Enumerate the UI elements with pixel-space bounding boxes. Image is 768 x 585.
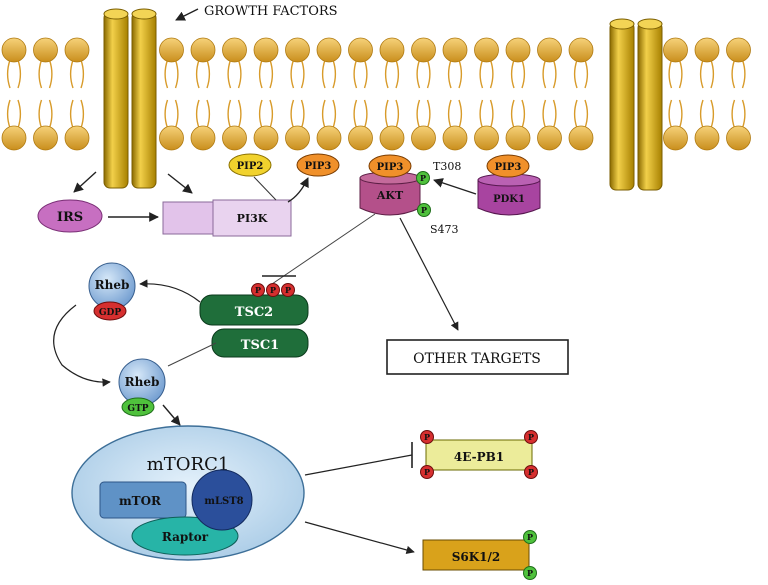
tsc2-phospho-2: P bbox=[266, 283, 280, 297]
pi3k-label: PI3K bbox=[237, 212, 268, 225]
akt-phospho-s473: P bbox=[417, 203, 431, 217]
growth-factors-label: GROWTH FACTORS bbox=[204, 4, 338, 19]
svg-text:P: P bbox=[285, 285, 291, 295]
rheb-label-bottom: Rheb bbox=[125, 375, 160, 389]
t308-label: T308 bbox=[433, 160, 461, 173]
mlst8-label: mLST8 bbox=[204, 496, 243, 507]
pi3k-node: PI3K bbox=[162, 199, 292, 237]
rheb-gtp-node: Rheb GTP bbox=[118, 358, 166, 417]
s6k-node: S6K1/2 P P bbox=[422, 530, 537, 580]
svg-text:P: P bbox=[527, 568, 533, 578]
svg-text:P: P bbox=[528, 467, 534, 477]
svg-text:P: P bbox=[270, 285, 276, 295]
pdk1-label: PDK1 bbox=[493, 194, 525, 205]
pip2-label: PIP2 bbox=[237, 161, 264, 172]
pdk1-node: PDK1 bbox=[477, 173, 541, 216]
receptor-right bbox=[609, 18, 663, 191]
pip3-akt-label: PIP3 bbox=[377, 162, 404, 173]
svg-text:P: P bbox=[528, 432, 534, 442]
tsc2-label: TSC2 bbox=[235, 305, 273, 320]
tsc2-phospho-3: P bbox=[281, 283, 295, 297]
p-label: P bbox=[420, 173, 426, 183]
pip3-akt-node: PIP3 bbox=[368, 154, 412, 178]
gtp-label: GTP bbox=[127, 404, 148, 414]
irs-node: IRS bbox=[37, 199, 103, 233]
tsc1-node: TSC1 bbox=[211, 328, 309, 358]
pip3-pdk1-label: PIP3 bbox=[495, 162, 522, 173]
gdp-label: GDP bbox=[99, 308, 121, 318]
p-label: P bbox=[421, 205, 427, 215]
akt-node: AKT bbox=[359, 171, 421, 216]
akt-phospho-t308: P bbox=[416, 171, 430, 185]
pip3-free-node: PIP3 bbox=[296, 153, 340, 177]
s473-label: S473 bbox=[430, 223, 459, 236]
svg-text:P: P bbox=[424, 467, 430, 477]
tsc2-node: TSC2 bbox=[199, 294, 309, 326]
eif4ebp1-node: 4E-PB1 P P P P bbox=[420, 430, 538, 479]
receptor-left bbox=[103, 8, 157, 189]
svg-text:P: P bbox=[527, 532, 533, 542]
mtor-label: mTOR bbox=[119, 494, 162, 508]
tsc1-label: TSC1 bbox=[241, 338, 279, 353]
svg-text:P: P bbox=[424, 432, 430, 442]
raptor-label: Raptor bbox=[162, 530, 209, 544]
pip2-node: PIP2 bbox=[228, 153, 272, 177]
pip3-free-label: PIP3 bbox=[305, 161, 332, 172]
rheb-gdp-node: Rheb GDP bbox=[88, 262, 136, 321]
other-targets-label: OTHER TARGETS bbox=[413, 351, 541, 367]
rheb-label-top: Rheb bbox=[95, 278, 130, 292]
mtorc1-complex: mTORC1 mTOR Raptor mLST8 bbox=[71, 425, 305, 561]
eif4ebp1-label: 4E-PB1 bbox=[454, 450, 504, 464]
other-targets-box: OTHER TARGETS bbox=[386, 339, 569, 375]
irs-label: IRS bbox=[57, 210, 83, 225]
svg-text:P: P bbox=[255, 285, 261, 295]
tsc2-phospho-1: P bbox=[251, 283, 265, 297]
lipid-bilayer-membrane bbox=[1, 37, 751, 151]
akt-label: AKT bbox=[376, 189, 404, 202]
s6k-label: S6K1/2 bbox=[452, 550, 501, 564]
mtorc1-label: mTORC1 bbox=[147, 454, 230, 475]
pip3-pdk1-node: PIP3 bbox=[486, 154, 530, 178]
